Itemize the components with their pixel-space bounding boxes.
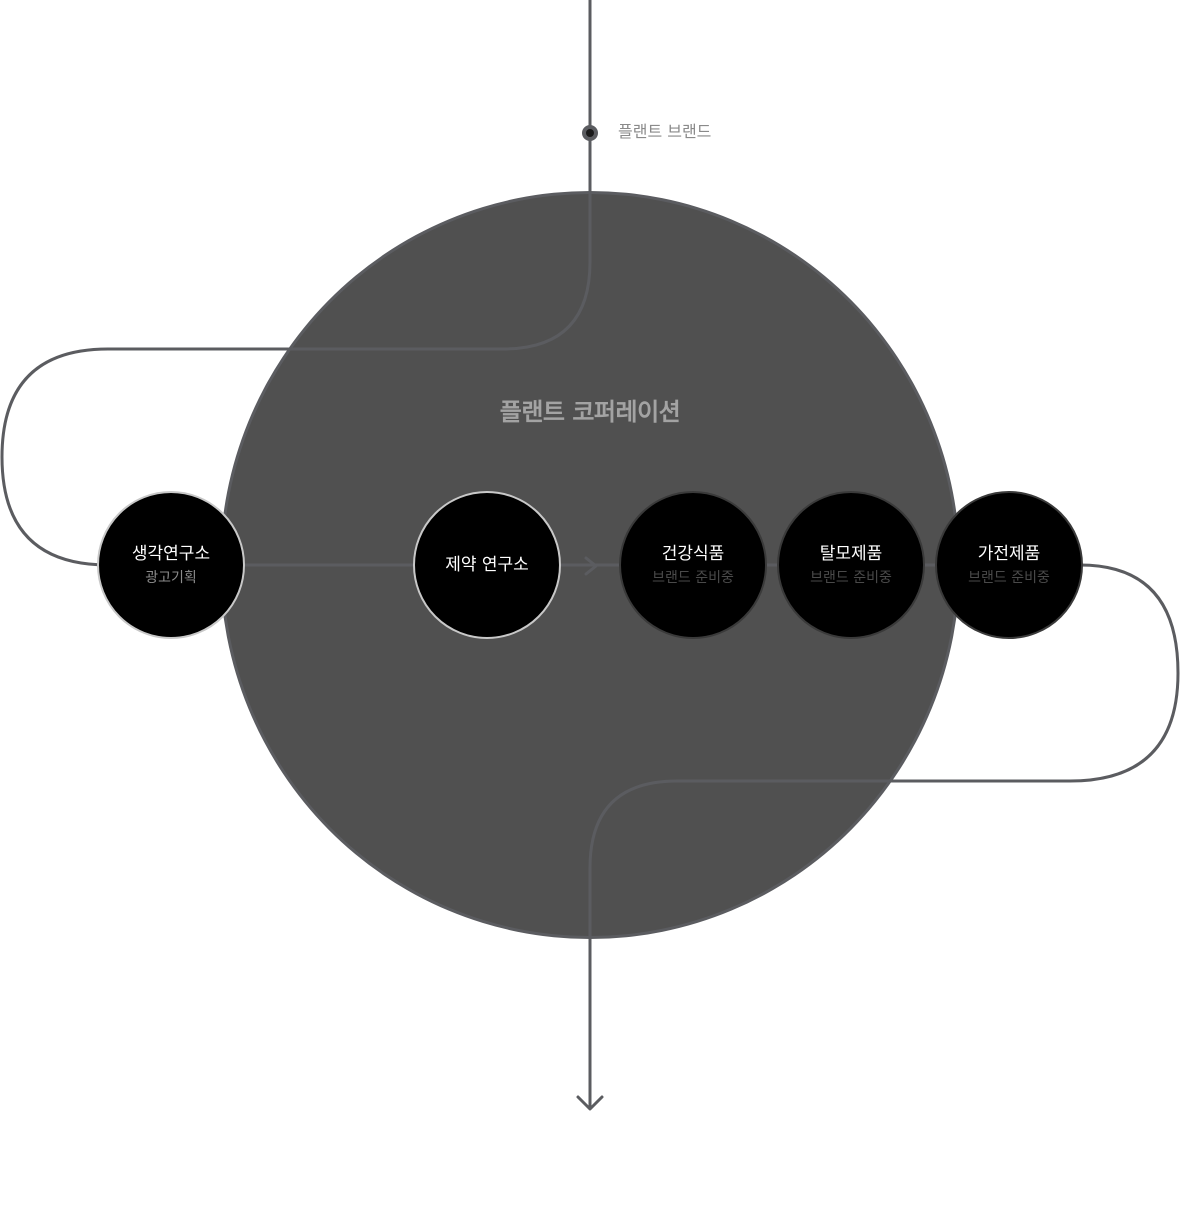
plant-brand-label: 플랜트 브랜드 <box>618 122 712 141</box>
node-hair-loss: 탈모제품 브랜드 준비중 <box>777 491 925 639</box>
node-pharma-lab: 제약 연구소 <box>413 491 561 639</box>
node-title: 제약 연구소 <box>445 555 529 575</box>
chevron-down-icon <box>576 1095 604 1111</box>
node-subtitle: 브랜드 준비중 <box>652 569 734 586</box>
node-title: 건강식품 <box>661 543 725 564</box>
node-title: 가전제품 <box>977 543 1041 564</box>
node-subtitle: 광고기획 <box>145 569 197 586</box>
node-title: 탈모제품 <box>819 543 883 564</box>
node-title: 생각연구소 <box>131 543 211 564</box>
node-subtitle: 브랜드 준비중 <box>968 569 1050 586</box>
node-subtitle: 브랜드 준비중 <box>810 569 892 586</box>
node-appliances: 가전제품 브랜드 준비중 <box>935 491 1083 639</box>
node-health-food: 건강식품 브랜드 준비중 <box>619 491 767 639</box>
dot-icon <box>582 125 598 141</box>
node-thinking-lab: 생각연구소 광고기획 <box>97 491 245 639</box>
corporation-title: 플랜트 코퍼레이션 <box>499 398 681 426</box>
